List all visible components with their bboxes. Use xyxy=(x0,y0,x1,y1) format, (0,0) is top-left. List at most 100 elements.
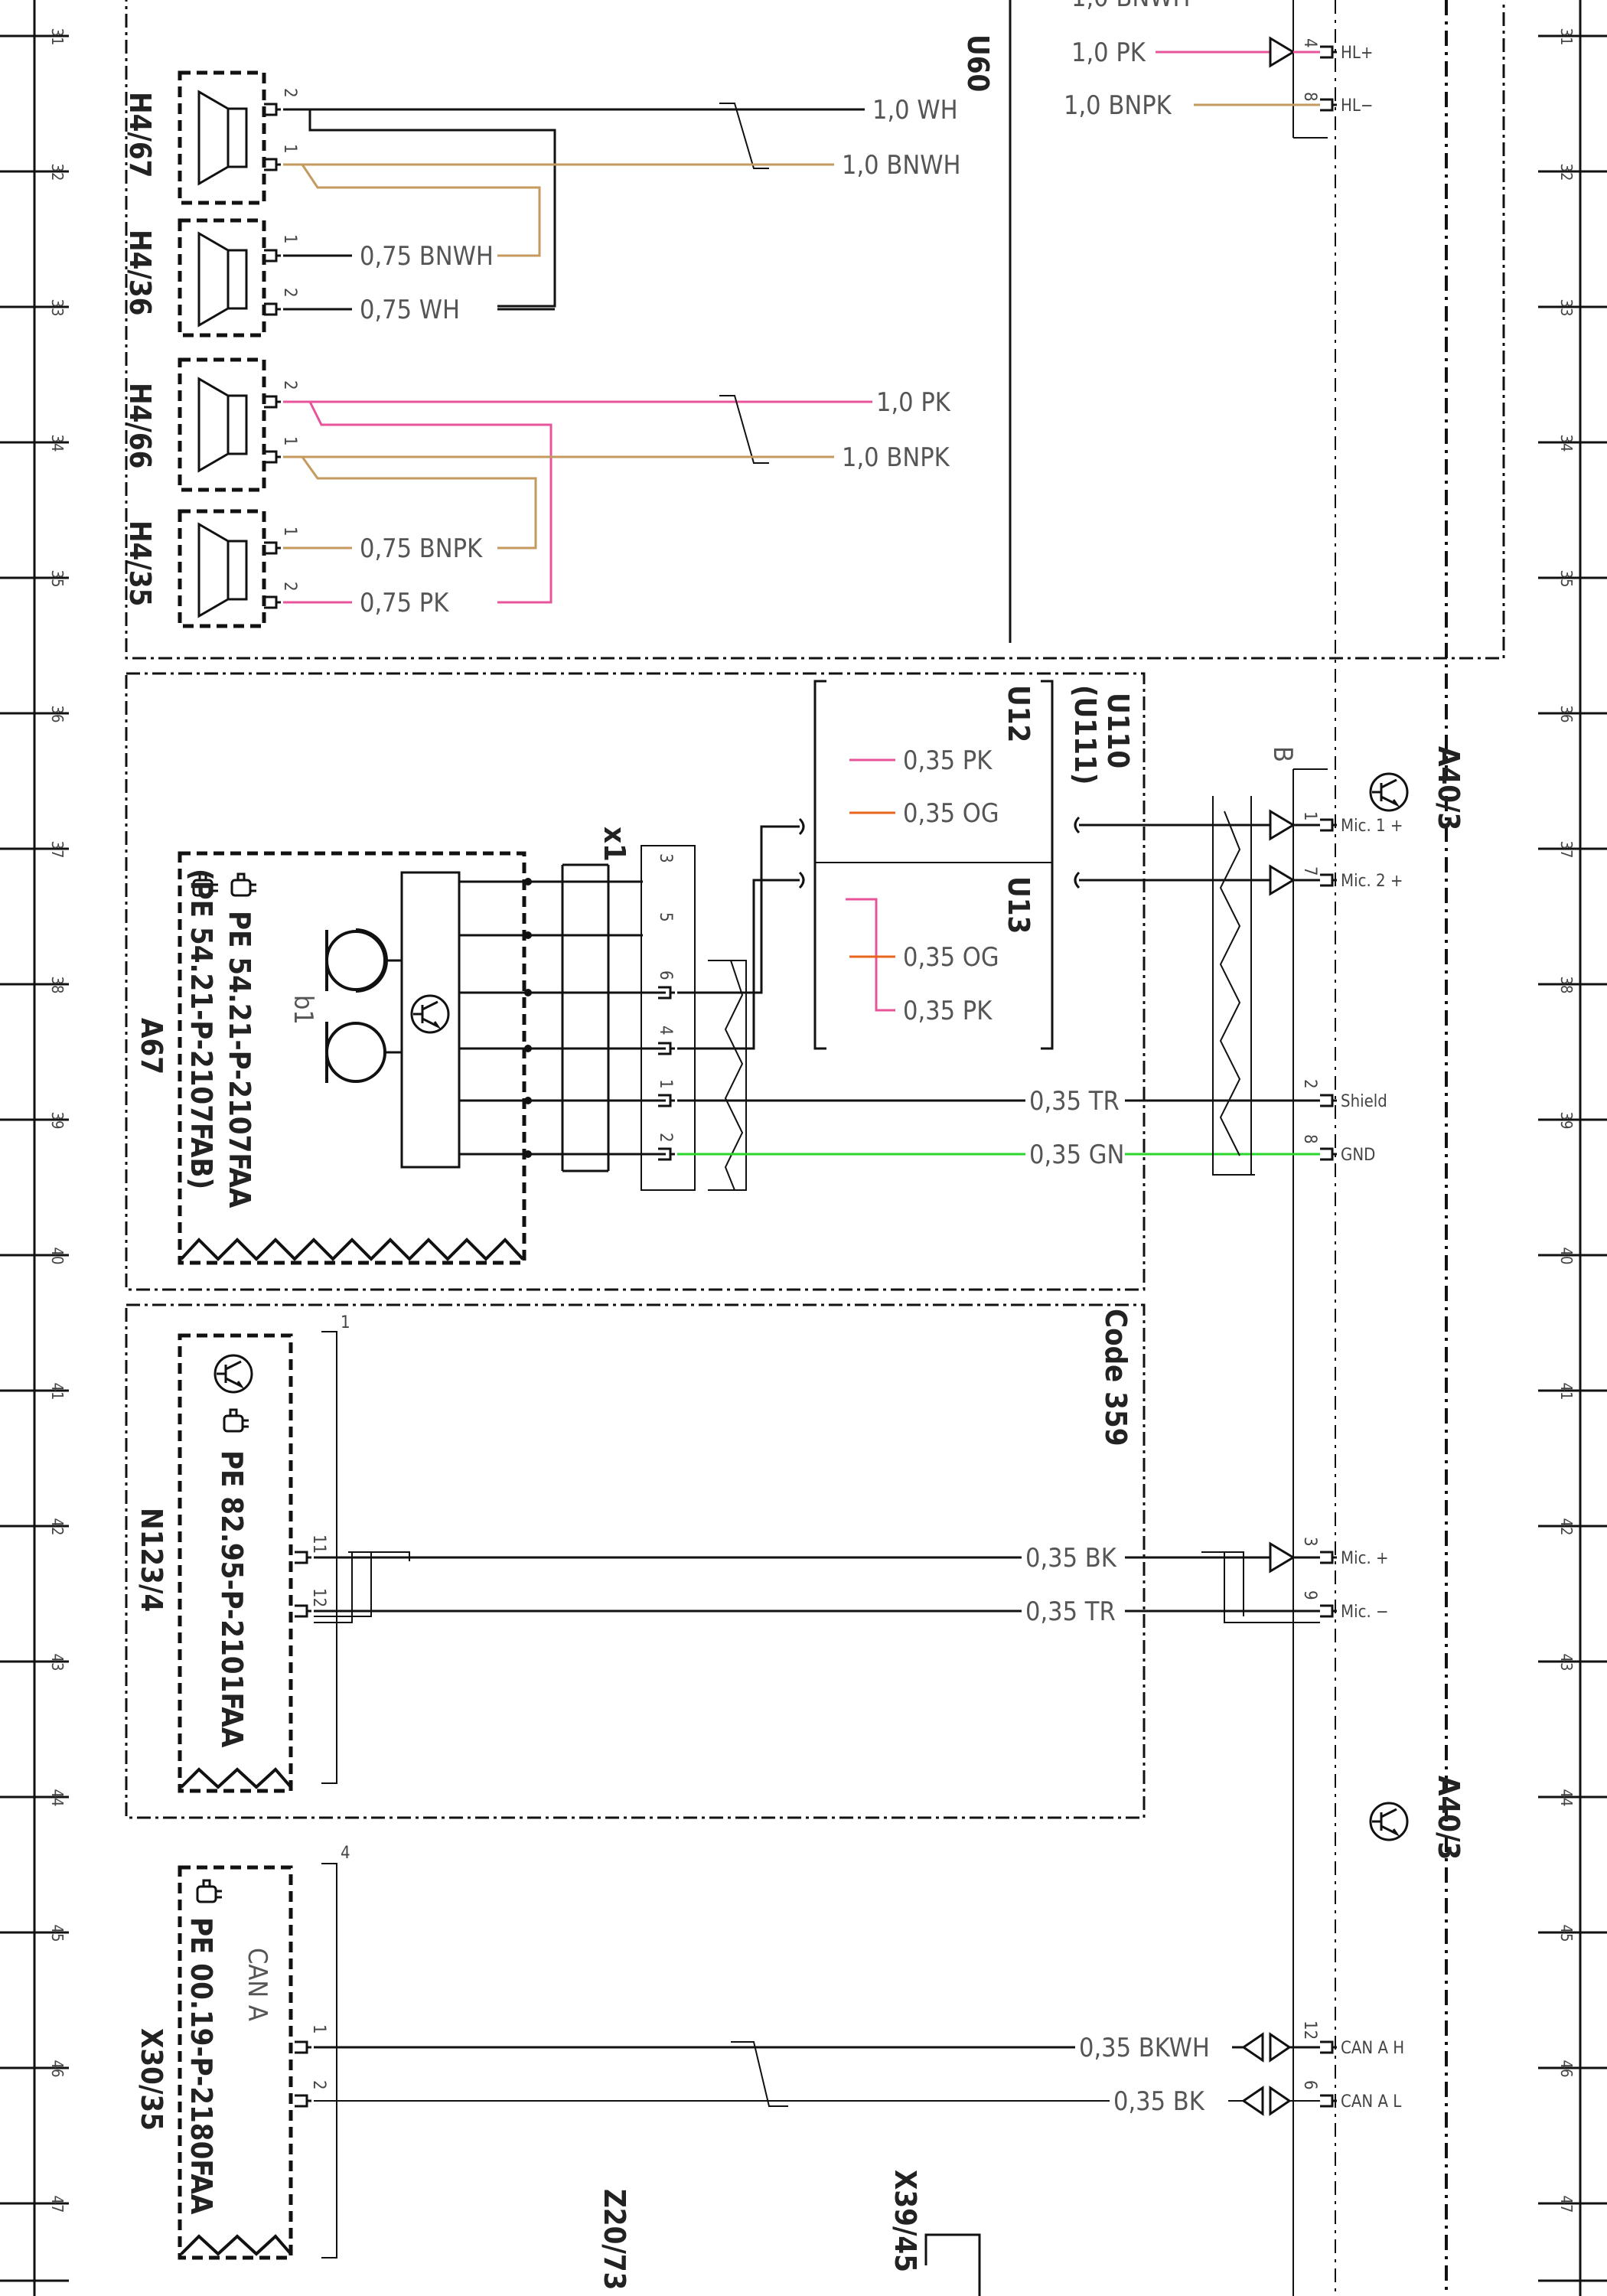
wire-label-u12-og: 0,35 OG xyxy=(903,798,999,829)
u60-label: U60 xyxy=(961,34,995,92)
pin-label: 3 xyxy=(656,853,675,863)
grid-row-label-left: 39 xyxy=(48,1112,67,1130)
pin-label: 7 xyxy=(1300,866,1319,876)
wire-label-h435-bnpk: 0,75 BNPK xyxy=(360,533,483,564)
pointing-hand-icon xyxy=(230,872,258,897)
a67-box xyxy=(178,851,526,1265)
pin-label: 2 xyxy=(280,88,299,98)
signal-can-h: CAN A H xyxy=(1341,2039,1404,2058)
wire-label-u12-pk: 0,35 PK xyxy=(903,745,993,776)
pin-label: 3 xyxy=(1300,1537,1319,1547)
u13-label: U13 xyxy=(1002,876,1035,934)
pin-label: 2 xyxy=(309,2080,328,2090)
grid-row-label-right: 46 xyxy=(1557,2060,1576,2078)
grid-row-label-right: 45 xyxy=(1557,1925,1576,1942)
grid-row-label-left: 31 xyxy=(48,28,67,46)
pin-icon xyxy=(1319,1604,1338,1618)
grid-row-label-right: 36 xyxy=(1557,706,1576,723)
wire-label-top-bnpk: 1,0 BNPK xyxy=(1064,90,1172,121)
grid-row-label-left: 43 xyxy=(48,1654,67,1671)
transistor-icon xyxy=(1369,772,1409,812)
grid-row-label-right: 33 xyxy=(1557,299,1576,317)
a67-ref-1: PE 54.21-P-2107FAA xyxy=(223,911,256,1208)
component-label-h4-36: H4/36 xyxy=(123,230,157,315)
pin-icon xyxy=(262,158,282,171)
component-label-n123-4: N123/4 xyxy=(135,1508,168,1612)
speaker-icon xyxy=(197,90,248,185)
x30-pin-top: 4 xyxy=(341,1844,350,1863)
diode-arrow-icon xyxy=(1269,864,1296,896)
x30-35-component: PE 00.19-P-2180FAA CAN A X30/35 4 1 2 0,… xyxy=(135,1844,1404,2260)
pin-icon xyxy=(1319,2040,1338,2054)
x1-label: x1 xyxy=(598,827,631,862)
diode-arrow-icon xyxy=(1232,2032,1320,2063)
n123-4-component: PE 82.95-P-2101FAA N123/4 1 11 12 0,35 B… xyxy=(135,1313,1389,1793)
wire-label-u60-pk: 1,0 PK xyxy=(876,387,951,418)
z20-73-label: Z20/73 xyxy=(598,2189,631,2290)
a67-ref-2: (PE 54.21-P-2107FAB) xyxy=(184,869,218,1189)
signal-mic1: Mic. 1 + xyxy=(1341,817,1403,836)
pin-label: 11 xyxy=(309,1534,328,1554)
pin-icon xyxy=(293,1604,313,1618)
grid-row-label-right: 37 xyxy=(1557,841,1576,859)
speaker-box-h4-67 xyxy=(178,70,266,205)
pin-label: 1 xyxy=(1300,811,1319,821)
pointing-hand-icon xyxy=(223,1408,250,1433)
wire-label-top-bnwh: 1,0 BNWH xyxy=(1071,0,1190,13)
wire-label-h436-wh: 0,75 WH xyxy=(360,295,460,325)
pin-icon xyxy=(1319,1147,1338,1161)
pin-icon xyxy=(293,1551,313,1564)
grid-row-label-left: 42 xyxy=(48,1518,67,1536)
x30-ref: PE 00.19-P-2180FAA xyxy=(184,1917,218,2215)
grid-row-label-right: 34 xyxy=(1557,435,1576,452)
signal-mic2: Mic. 2 + xyxy=(1341,872,1403,891)
grid-row-label-right: 35 xyxy=(1557,570,1576,588)
grid-row-label-right: 31 xyxy=(1557,28,1576,46)
x30-35-box xyxy=(178,1865,293,2260)
pin-label: 12 xyxy=(309,1588,328,1607)
grid-row-label-left: 33 xyxy=(48,299,67,317)
diode-arrow-icon xyxy=(1269,1541,1296,1574)
diode-arrow-icon xyxy=(1269,809,1296,841)
grid-row-label-left: 38 xyxy=(48,977,67,994)
component-label-h4-67: H4/67 xyxy=(123,92,157,178)
pin-label: 9 xyxy=(1300,1590,1319,1600)
n123-ref: PE 82.95-P-2101FAA xyxy=(215,1450,249,1748)
pin-label: 1 xyxy=(280,144,299,154)
component-label-h4-35: H4/35 xyxy=(123,520,157,606)
signal-hl-plus: HL+ xyxy=(1341,44,1374,63)
transistor-icon xyxy=(214,1354,253,1394)
grid-row-label-left: 35 xyxy=(48,570,67,588)
pin-icon xyxy=(262,595,282,609)
signal-hl-minus: HL− xyxy=(1341,96,1374,116)
pin-icon xyxy=(1319,1094,1338,1107)
pin-icon xyxy=(1319,2094,1338,2108)
grid-row-label-left: 37 xyxy=(48,841,67,859)
pin-label: 1 xyxy=(309,2024,328,2034)
speaker-box-h4-66 xyxy=(178,357,266,492)
speaker-box-h4-35 xyxy=(178,509,266,628)
pin-icon xyxy=(1319,45,1338,59)
pin-icon xyxy=(1319,873,1338,887)
pin-label: 1 xyxy=(656,1079,675,1089)
pin-label: 1 xyxy=(280,527,299,536)
grid-row-label-left: 32 xyxy=(48,164,67,181)
component-label-x30-35: X30/35 xyxy=(135,2028,168,2131)
grid-row-label-left: 46 xyxy=(48,2060,67,2078)
pointing-hand-icon xyxy=(196,1879,223,1903)
signal-gnd: GND xyxy=(1341,1146,1375,1165)
wire-label-u60-bnwh: 1,0 BNWH xyxy=(842,150,960,181)
x39-45-connector xyxy=(924,2233,981,2296)
u110-box xyxy=(125,672,1146,1291)
wire-label-a67-gn: 0,35 GN xyxy=(1029,1140,1124,1170)
a40-3-label-upper: A40/3 xyxy=(1432,746,1465,830)
pin-label: 2 xyxy=(280,288,299,298)
pin-icon xyxy=(1319,1551,1338,1564)
grid-row-label-left: 34 xyxy=(48,435,67,452)
pin-label: 8 xyxy=(1300,1134,1319,1144)
grid-row-label-right: 39 xyxy=(1557,1112,1576,1130)
wire-label-n123-tr: 0,35 TR xyxy=(1025,1596,1116,1627)
pin-icon xyxy=(262,249,282,263)
pin-icon xyxy=(1319,98,1338,112)
